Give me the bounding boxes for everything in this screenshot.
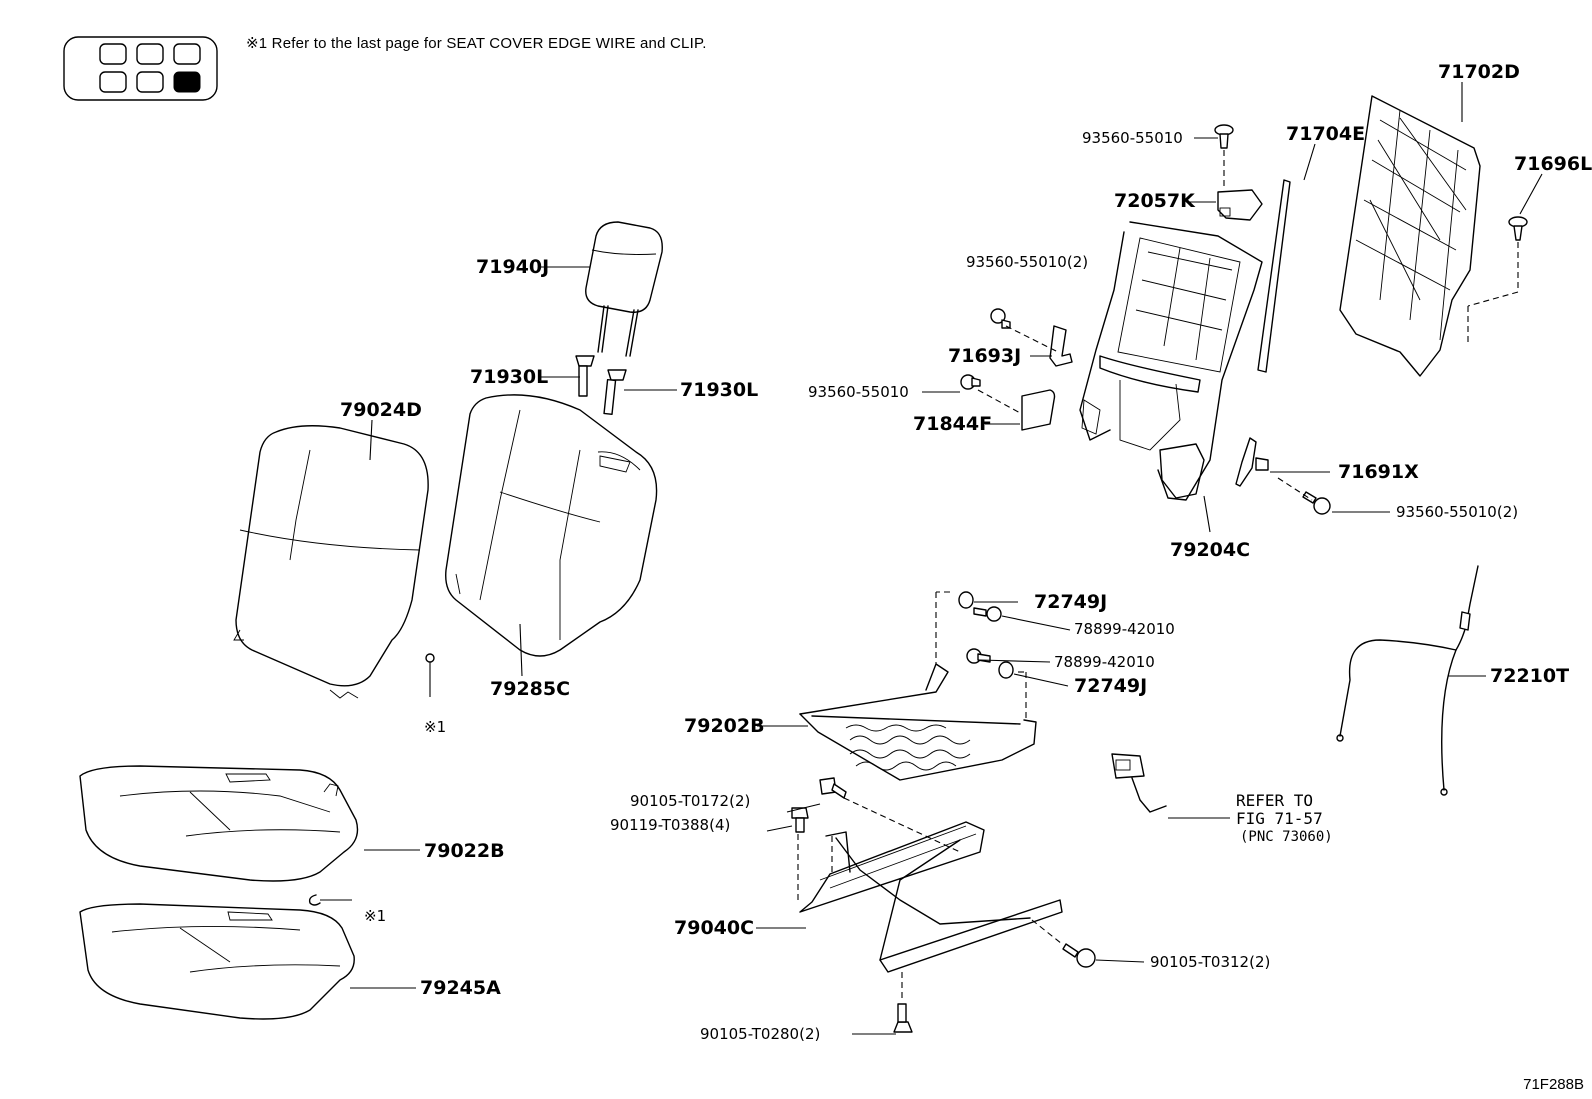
part-labels: 71702D 71704E 71696L 93560-55010 72057K … bbox=[340, 61, 1592, 1043]
release-cable-drawing bbox=[1336, 565, 1479, 796]
label-71940j: 71940J bbox=[476, 256, 549, 278]
label-93560-55010-mid: 93560-55010 bbox=[808, 383, 909, 401]
seat-position-icon bbox=[63, 36, 218, 101]
seat-cover-note: ※1 Refer to the last page for SEAT COVER… bbox=[246, 35, 707, 52]
label-78899-42010-b: 78899-42010 bbox=[1054, 653, 1155, 671]
label-71693j: 71693J bbox=[948, 345, 1021, 367]
label-71704e: 71704E bbox=[1286, 123, 1365, 145]
bolt-lower-drawing bbox=[1302, 491, 1331, 515]
seatback-pad-drawing bbox=[445, 394, 658, 657]
label-71930l-a: 71930L bbox=[470, 366, 548, 388]
label-71691x: 71691X bbox=[1338, 461, 1419, 483]
label-72057k: 72057K bbox=[1114, 190, 1196, 212]
headrest-guide-drawing bbox=[575, 355, 627, 416]
seatback-cover-drawing bbox=[233, 425, 429, 699]
mounting-bolts-drawing bbox=[791, 777, 1096, 1033]
label-93560-55010-2a: 93560-55010(2) bbox=[966, 253, 1088, 271]
label-90105-t0312: 90105-T0312(2) bbox=[1150, 953, 1270, 971]
label-78899-42010-a: 78899-42010 bbox=[1074, 620, 1175, 638]
back-board-drawing bbox=[1339, 95, 1481, 377]
cushion-frame-drawing bbox=[799, 663, 1037, 781]
label-90105-t0280: 90105-T0280(2) bbox=[700, 1025, 820, 1043]
label-79285c: 79285C bbox=[490, 678, 570, 700]
seat-track-drawing bbox=[799, 821, 1063, 973]
callout-mark-1: ※1 bbox=[424, 718, 446, 736]
figure-code: 71F288B bbox=[1523, 1076, 1584, 1093]
label-79245a: 79245A bbox=[420, 977, 501, 999]
label-79204c: 79204C bbox=[1170, 539, 1250, 561]
label-79022b: 79022B bbox=[424, 840, 505, 862]
cushion-pad-drawing bbox=[79, 903, 355, 1020]
bracket-71691x-drawing bbox=[1235, 437, 1269, 487]
assembly-guides bbox=[352, 150, 1519, 1002]
headrest-drawing bbox=[585, 221, 663, 357]
label-79024d: 79024D bbox=[340, 399, 422, 421]
callout-mark-2: ※1 bbox=[364, 907, 386, 925]
edge-wire-clip-drawing-2 bbox=[308, 894, 352, 906]
clip-71696l-drawing bbox=[1508, 216, 1528, 241]
label-71696l: 71696L bbox=[1514, 153, 1592, 175]
seatback-frame-drawing bbox=[1079, 221, 1263, 501]
seatbelt-buckle-drawing bbox=[1111, 753, 1167, 813]
label-71930l-b: 71930L bbox=[680, 379, 758, 401]
refer-line-1: REFER TO bbox=[1236, 791, 1313, 810]
cushion-cover-drawing bbox=[79, 765, 359, 882]
refer-line-2: FIG 71-57 bbox=[1236, 809, 1323, 828]
bolt-mid-drawing bbox=[960, 374, 981, 390]
label-79202b: 79202B bbox=[684, 715, 765, 737]
refer-line-3: (PNC 73060) bbox=[1240, 829, 1333, 845]
edge-wire-clip-drawing bbox=[425, 653, 435, 697]
bolt-upper-drawing bbox=[990, 308, 1011, 329]
nut-bolt-set-drawing bbox=[958, 591, 1014, 679]
cover-72057k-drawing bbox=[1217, 189, 1263, 221]
label-72210t: 72210T bbox=[1490, 665, 1569, 687]
cover-71844f-drawing bbox=[1021, 389, 1056, 431]
label-71702d: 71702D bbox=[1438, 61, 1520, 83]
bolt-top-drawing bbox=[1214, 124, 1234, 149]
label-90119-t0388: 90119-T0388(4) bbox=[610, 816, 730, 834]
rod-71704e-drawing bbox=[1257, 179, 1291, 373]
leader-lines bbox=[350, 82, 1543, 1035]
label-79040c: 79040C bbox=[674, 917, 754, 939]
label-90105-t0172: 90105-T0172(2) bbox=[630, 792, 750, 810]
label-72749j-b: 72749J bbox=[1074, 675, 1147, 697]
label-93560-55010-2b: 93560-55010(2) bbox=[1396, 503, 1518, 521]
label-72749j-a: 72749J bbox=[1034, 591, 1107, 613]
bracket-71693j-drawing bbox=[1049, 325, 1073, 367]
label-71844f: 71844F bbox=[913, 413, 992, 435]
label-93560-55010-top: 93560-55010 bbox=[1082, 129, 1183, 147]
